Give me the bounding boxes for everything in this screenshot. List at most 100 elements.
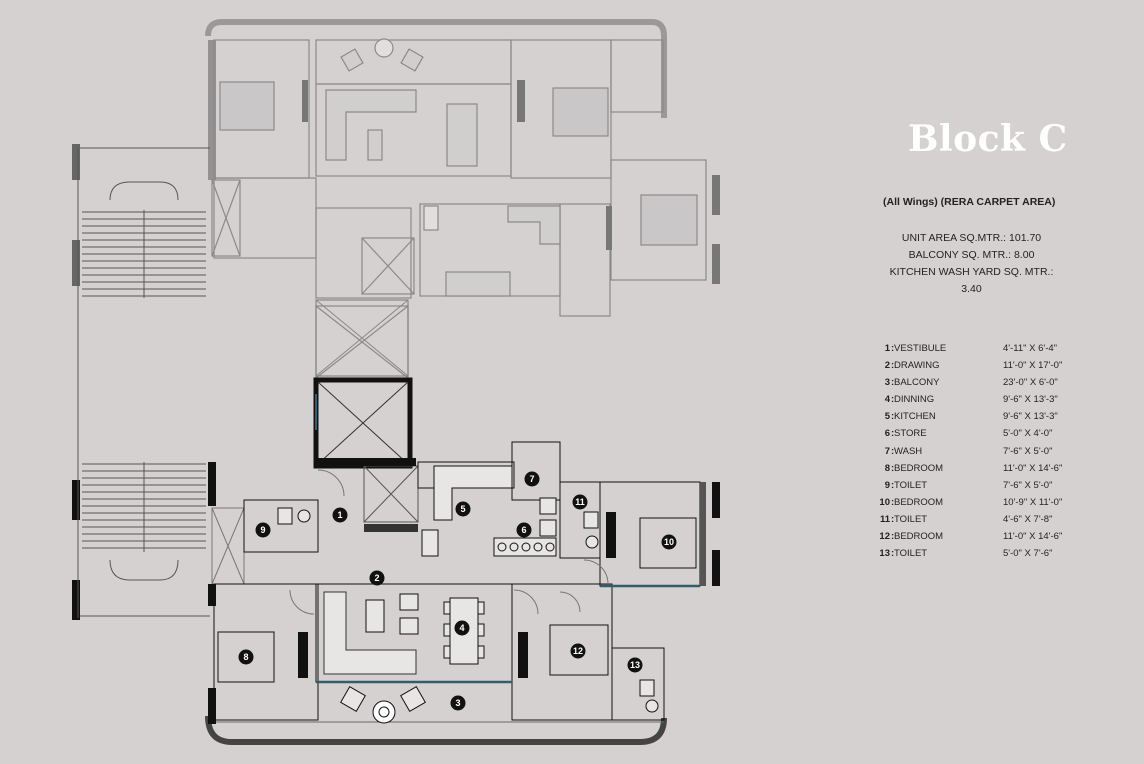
room-marker-10: 10 (661, 534, 677, 550)
room-dimension: 5'-0" X 7'-6" (1003, 548, 1053, 560)
svg-text:2: 2 (374, 573, 379, 583)
svg-text:4: 4 (459, 623, 464, 633)
room-dimension: 7'-6" X 5'-0" (1003, 445, 1053, 457)
svg-text:12: 12 (573, 646, 583, 656)
room-number: 9 (884, 479, 890, 491)
upper-wall-stubs (302, 80, 720, 284)
room-marker-3: 3 (450, 695, 466, 711)
room-number: 13 (879, 548, 890, 560)
room-marker-1: 1 (332, 507, 348, 523)
room-name: BEDROOM (894, 531, 944, 543)
room-number: 5 (884, 411, 890, 423)
upper-unit-faded (205, 19, 707, 379)
room-marker-13: 13 (627, 657, 643, 673)
block-title: Block C (908, 118, 1068, 160)
legend-colon: : (891, 377, 895, 389)
svg-text:6: 6 (521, 525, 526, 535)
room-name: DRAWING (894, 360, 940, 372)
lower-unit (205, 299, 720, 745)
wash-yard-area: KITCHEN WASH YARD SQ. MTR.: 3.40 (889, 266, 1054, 295)
room-name: TOILET (894, 479, 928, 491)
svg-text:5: 5 (460, 504, 465, 514)
legend-row: 1:VESTIBULE 4'-11" X 6'-4" (876, 343, 1076, 360)
room-marker-11: 11 (572, 494, 588, 510)
svg-text:8: 8 (243, 652, 248, 662)
room-marker-8: 8 (238, 649, 254, 665)
legend-colon: : (891, 479, 895, 491)
room-dimension: 5'-0" X 4'-0" (1003, 428, 1053, 440)
legend-colon: : (891, 343, 895, 354)
room-name: TOILET (894, 513, 928, 525)
legend-row: 11:TOILET 4'-6" X 7'-8" (876, 514, 1076, 531)
room-name: DINNING (894, 394, 935, 406)
room-number: 10 (879, 496, 890, 508)
room-number: 4 (884, 394, 890, 406)
area-subtitle: (All Wings) (RERA CARPET AREA) (883, 196, 1056, 208)
room-name: BALCONY (894, 377, 940, 389)
room-number: 11 (879, 513, 890, 525)
room-name: STORE (894, 428, 927, 440)
svg-text:10: 10 (664, 537, 674, 547)
legend-row: 10:BEDROOM 10'-9" X 11'-0" (876, 497, 1076, 514)
room-marker-12: 12 (570, 643, 586, 659)
legend-colon: : (891, 428, 895, 440)
unit-area: UNIT AREA SQ.MTR.: 101.70 (901, 232, 1042, 244)
room-number: 7 (884, 445, 890, 457)
room-name: WASH (894, 445, 923, 457)
room-number: 2 (884, 360, 890, 372)
room-dimension: 4'-11" X 6'-4" (1003, 343, 1058, 354)
legend-colon: : (891, 548, 895, 560)
legend-colon: : (891, 496, 895, 508)
room-name: BEDROOM (894, 462, 944, 474)
legend-colon: : (891, 513, 895, 525)
legend-row: 2:DRAWING 11'-0" X 17'-0" (876, 360, 1076, 377)
room-dimension: 23'-0" X 6'-0" (1003, 377, 1058, 389)
room-dimension: 9'-6" X 13'-3" (1003, 411, 1058, 423)
room-number: 8 (884, 462, 890, 474)
room-marker-9: 9 (255, 522, 271, 538)
legend-colon: : (891, 394, 895, 406)
svg-text:11: 11 (575, 497, 585, 507)
legend-row: 5:KITCHEN 9'-6" X 13'-3" (876, 411, 1076, 428)
legend-row: 7:WASH 7'-6" X 5'-0" (876, 446, 1076, 463)
room-number: 6 (884, 428, 890, 440)
room-dimension: 9'-6" X 13'-3" (1003, 394, 1058, 406)
svg-text:7: 7 (529, 474, 534, 484)
room-marker-6: 6 (516, 522, 532, 538)
legend-colon: : (891, 445, 895, 457)
room-marker-4: 4 (454, 620, 470, 636)
room-marker-7: 7 (524, 471, 540, 487)
legend-colon: : (891, 360, 895, 372)
svg-text:1: 1 (337, 510, 342, 520)
legend-row: 13:TOILET 5'-0" X 7'-6" (876, 548, 1076, 565)
room-name: VESTIBULE (894, 343, 947, 354)
legend-colon: : (891, 462, 895, 474)
room-dimension: 11'-0" X 14'-6" (1003, 462, 1063, 474)
svg-text:3: 3 (455, 698, 460, 708)
room-marker-5: 5 (455, 501, 471, 517)
room-number: 1 (884, 343, 890, 354)
room-dimension: 11'-0" X 17'-0" (1003, 360, 1063, 372)
legend-colon: : (891, 411, 895, 423)
legend-colon: : (891, 531, 895, 543)
room-number: 12 (879, 531, 890, 543)
room-name: TOILET (894, 548, 928, 560)
room-name: BEDROOM (894, 496, 944, 508)
legend-row: 8:BEDROOM 11'-0" X 14'-6" (876, 463, 1076, 480)
svg-text:13: 13 (630, 660, 640, 670)
staircase (72, 144, 216, 620)
room-dimension: 7'-6" X 5'-0" (1003, 479, 1053, 491)
room-name: KITCHEN (894, 411, 936, 423)
legend-row: 9:TOILET 7'-6" X 5'-0" (876, 480, 1076, 497)
room-dimension: 4'-6" X 7'-8" (1003, 513, 1053, 525)
room-dimension: 10'-9" X 11'-0" (1003, 496, 1063, 508)
legend-row: 6:STORE 5'-0" X 4'-0" (876, 428, 1076, 445)
room-marker-2: 2 (369, 570, 385, 586)
area-summary: UNIT AREA SQ.MTR.: 101.70 BALCONY SQ. MT… (880, 230, 1063, 298)
room-number: 3 (884, 377, 890, 389)
svg-text:9: 9 (260, 525, 265, 535)
legend-row: 4:DINNING 9'-6" X 13'-3" (876, 394, 1076, 411)
